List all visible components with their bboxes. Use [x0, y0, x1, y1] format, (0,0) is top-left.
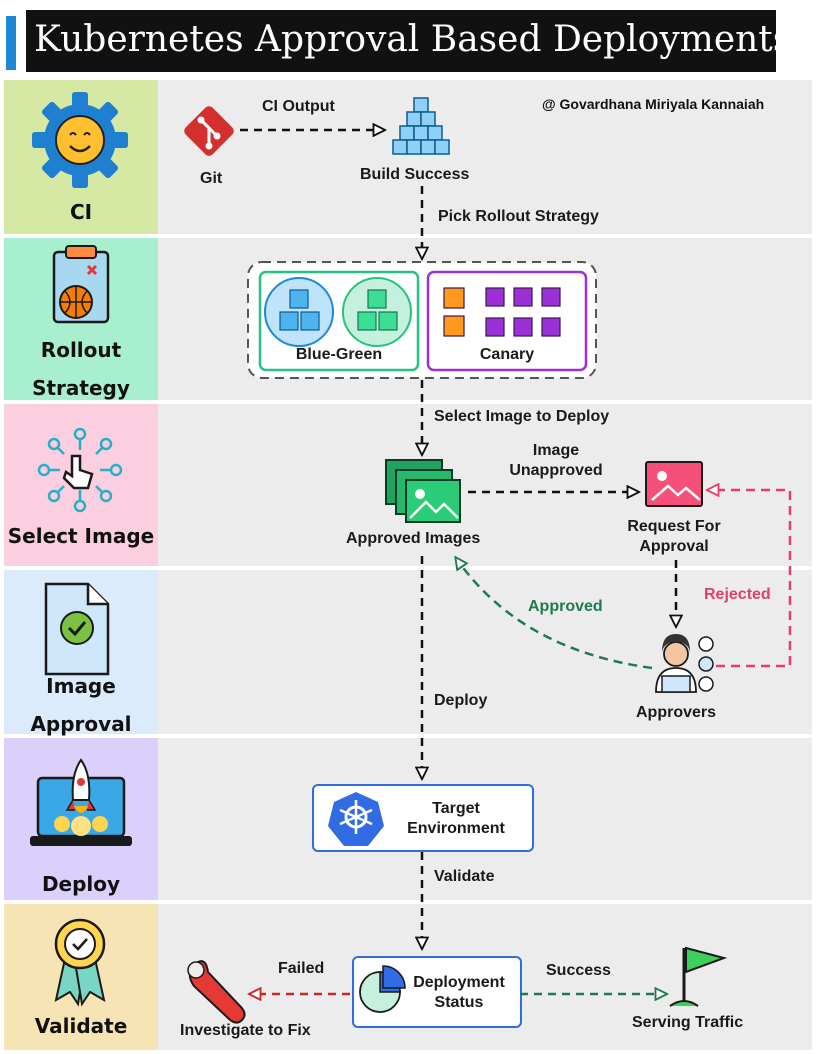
edge-label-image-unapproved-1: Image — [532, 442, 580, 459]
approver-person-icon — [655, 634, 714, 693]
node-label-target-1: Target — [432, 800, 480, 817]
stage-label-rollout-2: Strategy — [32, 376, 130, 400]
git-icon — [184, 106, 234, 156]
node-label-approved-images: Approved Images — [346, 530, 481, 547]
node-label-investigate: Investigate to Fix — [180, 1022, 311, 1039]
edge-label-image-unapproved-2: Unapproved — [509, 462, 603, 479]
kubernetes-wheel-icon — [328, 792, 384, 846]
stage-label-validate: Validate — [34, 1014, 128, 1038]
edge-label-rejected: Rejected — [704, 586, 771, 603]
wrench-icon — [187, 960, 246, 1024]
node-label-blue-green: Blue-Green — [295, 346, 383, 363]
node-label-serving-traffic: Serving Traffic — [632, 1014, 744, 1031]
node-label-target-2: Environment — [407, 820, 505, 837]
edge-label-approved: Approved — [528, 598, 603, 615]
node-label-status-2: Status — [434, 994, 484, 1011]
canary-cubes-icon — [443, 287, 561, 337]
edge-label-select-image: Select Image to Deploy — [434, 408, 610, 425]
node-label-build-success: Build Success — [360, 166, 470, 183]
node-label-request-2: Approval — [639, 538, 709, 555]
clipboard-basketball-icon — [52, 245, 110, 324]
badge-check-icon — [54, 918, 106, 1007]
cubes-stack-icon — [392, 97, 450, 155]
node-label-request-1: Request For — [627, 518, 721, 535]
page-title: Kubernetes Approval Based Deployments — [34, 19, 792, 60]
gear-smile-icon — [32, 92, 128, 188]
title-accent-bar — [6, 16, 16, 70]
node-label-status-1: Deployment — [413, 974, 505, 991]
image-icon — [645, 461, 703, 507]
pie-chart-icon — [359, 965, 406, 1013]
title-bar — [26, 10, 776, 72]
stage-label-approval-2: Approval — [30, 712, 132, 736]
arrow-rejected — [708, 490, 792, 668]
edge-label-success: Success — [546, 962, 611, 979]
image-stack-icon — [385, 459, 461, 523]
node-label-approvers: Approvers — [635, 704, 717, 721]
stage-label-approval-1: Image — [46, 674, 116, 698]
flag-icon — [669, 946, 728, 1007]
edge-label-failed: Failed — [278, 960, 325, 977]
edge-label-deploy: Deploy — [434, 692, 488, 709]
node-label-canary: Canary — [479, 346, 535, 363]
stage-label-deploy: Deploy — [41, 872, 121, 896]
hand-pointer-network-icon — [37, 427, 123, 513]
green-cubes-icon — [342, 277, 412, 347]
stage-label-ci: CI — [69, 200, 93, 224]
edge-label-validate: Validate — [434, 868, 495, 885]
edge-label-pick-rollout: Pick Rollout Strategy — [438, 208, 599, 225]
author-credit: @ Govardhana Miriyala Kannaiah — [542, 96, 765, 112]
stage-label-rollout-1: Rollout — [40, 338, 122, 362]
node-label-git: Git — [200, 170, 223, 187]
laptop-rocket-icon — [30, 758, 132, 846]
arrow-approved — [456, 558, 653, 670]
stage-label-select-image: Select Image — [7, 524, 155, 548]
document-check-icon — [44, 582, 110, 676]
edge-label-ci-output: CI Output — [262, 98, 335, 115]
blue-cubes-icon — [264, 277, 334, 347]
